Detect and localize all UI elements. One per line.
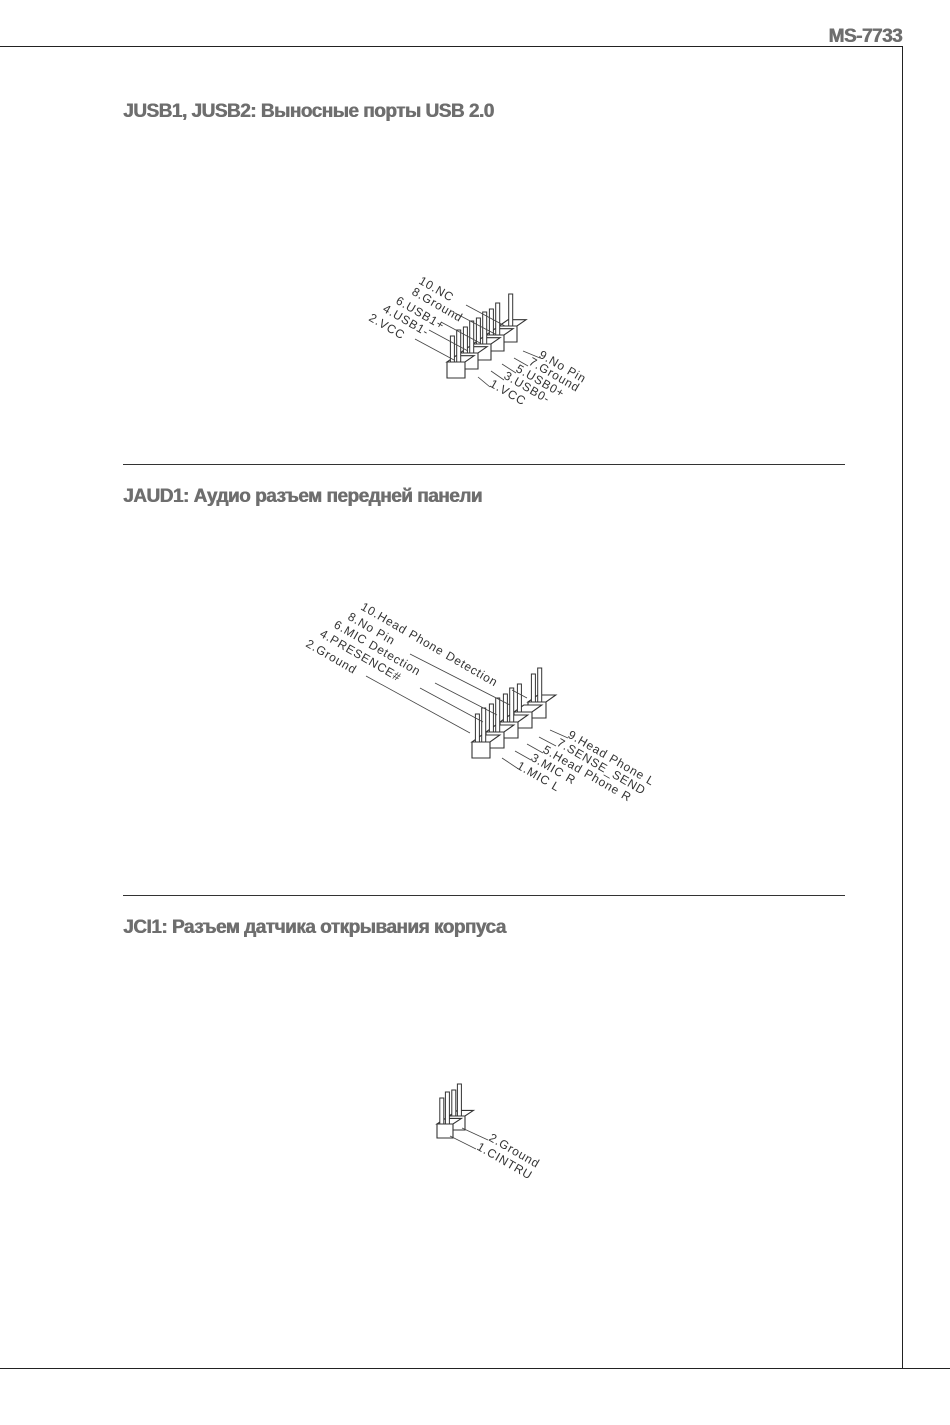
header-pin <box>449 335 455 363</box>
leader-line <box>538 736 557 747</box>
jci-connector <box>435 1083 476 1139</box>
header-pin <box>456 1083 462 1117</box>
jaud-even-labels: 10.Head Phone Detection 8.No Pin 6.MIC D… <box>304 599 501 689</box>
header-pin <box>474 713 480 743</box>
header-pin <box>495 697 501 733</box>
leader-line <box>513 357 529 367</box>
header-pin <box>444 1091 450 1125</box>
header-pin <box>439 1097 445 1125</box>
header-block <box>446 361 466 379</box>
header-pin <box>488 308 494 336</box>
leader-line <box>365 675 471 734</box>
header-pin <box>508 293 514 327</box>
leader-line <box>449 1135 477 1150</box>
leader-line <box>409 653 511 706</box>
header-block <box>471 741 491 759</box>
header-pin <box>488 703 494 733</box>
jaud-odd-labels: 9.Head Phone L 7.SENSE_SEND 5.Head Phone… <box>515 727 658 804</box>
header-pin <box>451 1089 457 1117</box>
jusb-even-labels: 10.NC 8.Ground 6.USB1+ 4.USB1- 2.VCC <box>367 273 466 342</box>
leader-line <box>511 689 528 699</box>
header-pin <box>462 326 468 354</box>
jci-heading: JCI1: Разъем датчика открывания корпуса <box>123 917 506 938</box>
jci-connector-diagram: 2.Ground 1.CINTRU <box>435 1083 542 1182</box>
header-pin <box>537 667 543 703</box>
header-pin <box>509 687 515 723</box>
header-pin <box>516 683 522 713</box>
leader-line <box>501 757 518 769</box>
page-frame-top <box>0 46 903 47</box>
leader-line <box>414 338 455 361</box>
jaud-heading: JAUD1: Аудио разъем передней панели <box>123 486 482 507</box>
leader-line <box>461 1127 489 1141</box>
leader-line <box>526 743 544 754</box>
header-pin <box>469 320 475 354</box>
leader-line <box>490 370 505 381</box>
leader-line <box>549 729 569 739</box>
leader-line <box>465 304 506 327</box>
header-pin <box>475 317 481 345</box>
leader-line <box>477 376 491 388</box>
leader-line <box>440 321 481 344</box>
header-pin <box>482 311 488 345</box>
jusb-heading: JUSB1, JUSB2: Выносные порты USB 2.0 <box>123 101 494 122</box>
header-pin <box>495 302 501 336</box>
page-frame-right <box>902 46 903 1368</box>
leader-line <box>501 363 517 374</box>
jaud-connector <box>470 667 558 759</box>
leader-line <box>434 682 498 716</box>
section-divider <box>123 464 845 465</box>
leader-line <box>419 687 484 723</box>
header-pin <box>530 673 536 703</box>
leader-line <box>522 350 541 359</box>
model-number: MS-7733 <box>828 26 902 47</box>
header-pin <box>502 693 508 723</box>
jaud-connector-diagram: 10.Head Phone Detection 8.No Pin 6.MIC D… <box>304 599 658 804</box>
jusb-odd-labels: 9.No Pin 7.Ground 5.USB0+ 3.USB0- 1.VCC <box>488 347 589 408</box>
header-pin <box>481 707 487 743</box>
leader-line <box>514 750 532 761</box>
section-divider <box>123 895 845 896</box>
jusb-connector-diagram: 10.NC 8.Ground 6.USB1+ 4.USB1- 2.VCC 9.N… <box>367 273 589 408</box>
page-frame-bottom <box>0 1368 950 1369</box>
leader-line <box>428 329 469 352</box>
jusb-connector <box>445 293 528 379</box>
leader-line <box>454 312 496 335</box>
